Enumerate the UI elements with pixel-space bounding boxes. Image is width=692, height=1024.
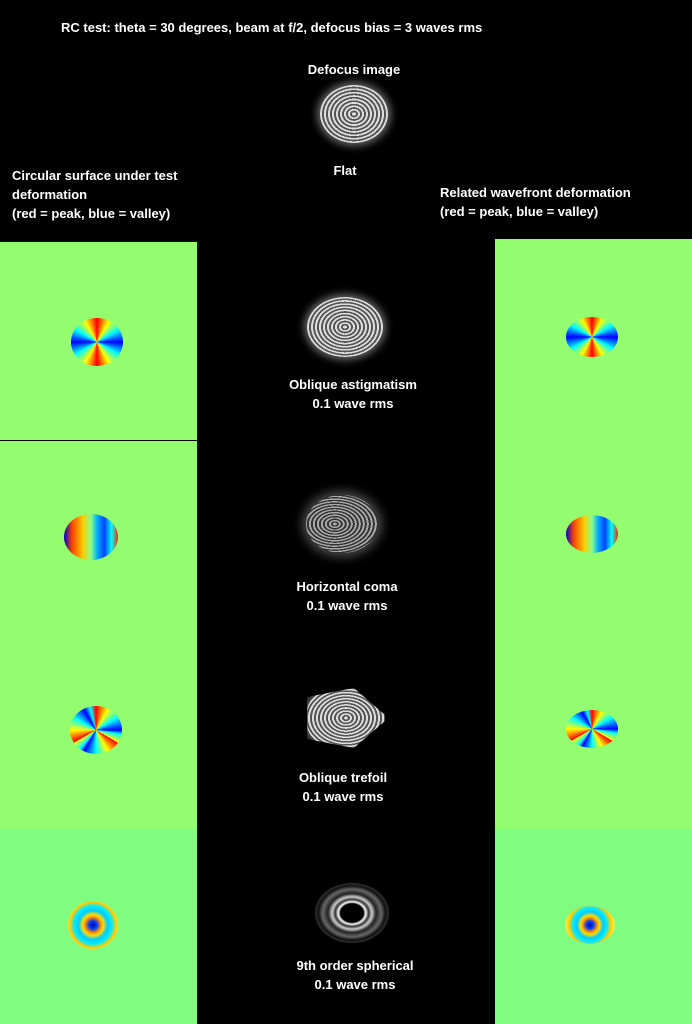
center-header: Defocus image: [307, 62, 401, 77]
left-header: Circular surface under test deformation …: [12, 166, 177, 223]
defocus-image-trefoil: [307, 688, 385, 748]
right-header: Related wavefront deformation (red = pea…: [440, 183, 631, 221]
row-amount: 0.1 wave rms: [312, 396, 394, 411]
row-amount: 0.1 wave rms: [306, 598, 388, 613]
row-amount: 0.1 wave rms: [302, 789, 384, 804]
defocus-image-spherical: [315, 883, 389, 943]
wavefront-map-spherical: [565, 906, 615, 944]
row-label-trefoil: Oblique trefoil 0.1 wave rms: [299, 768, 387, 806]
page-title: RC test: theta = 30 degrees, beam at f/2…: [61, 20, 483, 35]
left-header-line: deformation: [12, 187, 88, 202]
defocus-image-flat: [320, 85, 388, 143]
surface-map-trefoil: [70, 706, 122, 754]
wavefront-map-astigmatism: [566, 317, 618, 357]
row-label: Oblique astigmatism: [289, 377, 417, 392]
row-label: 9th order spherical: [296, 958, 414, 973]
right-header-line: (red = peak, blue = valley): [440, 204, 599, 219]
left-header-line: (red = peak, blue = valley): [12, 206, 171, 221]
left-panel-coma-trefoil: [0, 441, 197, 829]
row-label-coma: Horizontal coma 0.1 wave rms: [296, 577, 397, 615]
wavefront-map-trefoil: [566, 710, 618, 748]
left-header-line: Circular surface under test: [12, 168, 178, 183]
defocus-image-coma: [306, 495, 378, 553]
right-header-line: Related wavefront deformation: [440, 185, 631, 200]
row-label-astigmatism: Oblique astigmatism 0.1 wave rms: [289, 375, 417, 413]
row-label-flat: Flat: [333, 163, 357, 178]
defocus-image-astigmatism: [307, 297, 383, 357]
row-label: Horizontal coma: [296, 579, 398, 594]
row-label: Oblique trefoil: [298, 770, 388, 785]
row-amount: 0.1 wave rms: [314, 977, 396, 992]
row-label-spherical: 9th order spherical 0.1 wave rms: [296, 956, 413, 994]
wavefront-map-coma: [566, 515, 618, 553]
surface-map-coma: [64, 514, 118, 560]
surface-map-spherical: [68, 901, 118, 949]
surface-map-astigmatism: [71, 318, 123, 366]
